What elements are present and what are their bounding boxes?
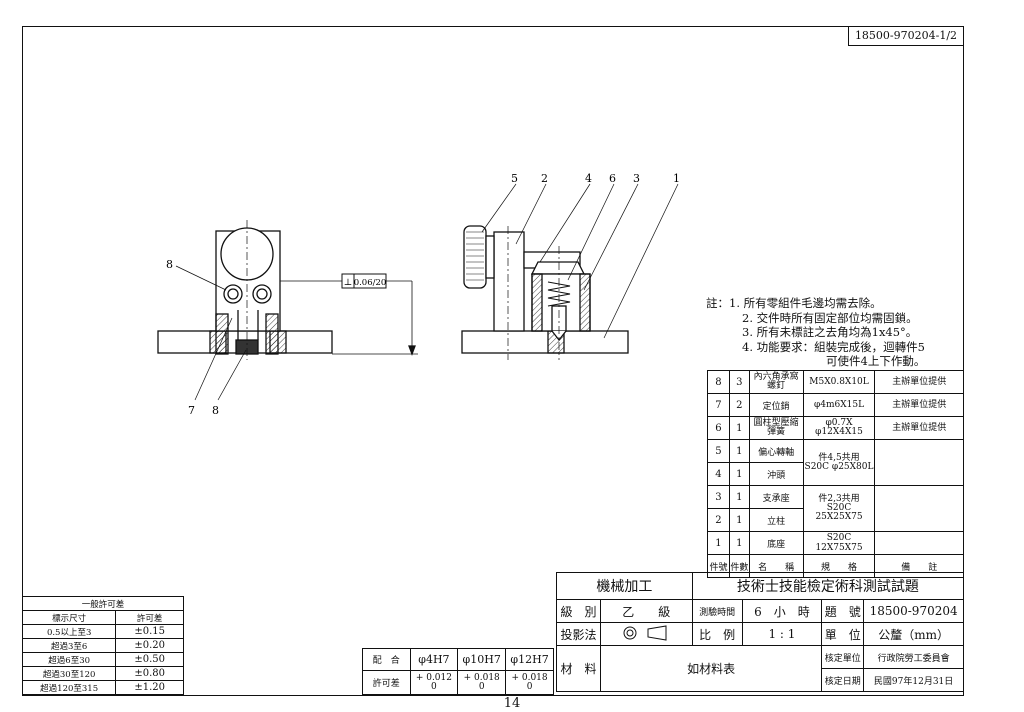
note-3: 3. 所有未標註之去角均為1x45°。 [742,325,918,339]
table-row: 超過120至315 ±1.20 [21,680,184,695]
balloon-front-8b: 8 [212,404,219,417]
table-row: 4 1 沖頭 [707,462,964,486]
table-row: 2 1 立柱 [707,508,964,532]
front-view [157,220,418,401]
balloon-front-7: 7 [188,404,195,417]
note-4: 4. 功能要求：組裝完成後，迴轉件5 [742,339,925,354]
table-row: 7 2 定位銷 φ4m6X15L 主辦單位提供 [707,393,964,417]
bill-of-materials: 8 3 內六角承窩螺釘 M5X0.8X10L 主辦單位提供 7 2 定位銷 φ4… [707,370,964,578]
side-view [461,183,679,360]
general-tolerance-table: 一般許可差 標示尺寸 許可差 0.5以上至3 ±0.15 超過3至6 ±0.20… [21,596,184,695]
notes: 註：1. 所有零組件毛邊均需去除。 2. 交件時所有固定部位均需固鎖。 3. 所… [706,296,925,369]
balloon-side-6: 6 [609,172,616,185]
question-number: 18500-970204 [863,599,964,623]
balloon-side-5: 5 [511,172,518,185]
title-block: 機械加工 技術士技能檢定術科測試試題 級 別 乙 級 測驗時間 6 小 時 題 … [556,572,965,692]
table-row: 超過6至30 ±0.50 [21,652,184,667]
table-row: 8 3 內六角承窩螺釘 M5X0.8X10L 主辦單位提供 [707,370,964,394]
tolerance-value: 0.06/20 [354,278,387,288]
note-4-cont: 可使件4上下作動。 [826,354,926,368]
table-row: 超過3至6 ±0.20 [21,638,184,653]
balloon-side-2: 2 [541,172,548,185]
dept-title: 機械加工 [556,572,693,600]
note-1: 1. 所有零組件毛邊均需去除。 [729,296,882,310]
exam-title: 技術士技能檢定術科測試試題 [691,572,965,600]
note-2: 2. 交件時所有固定部位均需固鎖。 [742,310,918,325]
balloon-front-8: 8 [166,258,173,271]
balloon-side-1: 1 [673,172,680,185]
page-number: 14 [503,696,521,711]
projection-symbol [599,622,693,646]
table-row: 1 1 底座 S20C 12X75X75 [707,531,964,555]
drawing-number: 18500-970204-1/2 [848,26,964,46]
table-row: 6 1 圓柱型壓縮彈簧 φ0.7X φ12X4X15 主辦單位提供 [707,416,964,440]
balloon-side-3: 3 [633,172,640,185]
table-row: 超過30至120 ±0.80 [21,666,184,681]
material-value: 如材料表 [599,645,823,692]
table-row: 0.5以上至3 ±0.15 [21,624,184,639]
perpendicularity-symbol: ⊥ [344,278,352,288]
notes-prefix: 註： [706,296,729,310]
balloon-side-4: 4 [585,172,592,185]
drawing-frame [22,26,964,696]
tolerance-title: 一般許可差 [22,596,184,611]
